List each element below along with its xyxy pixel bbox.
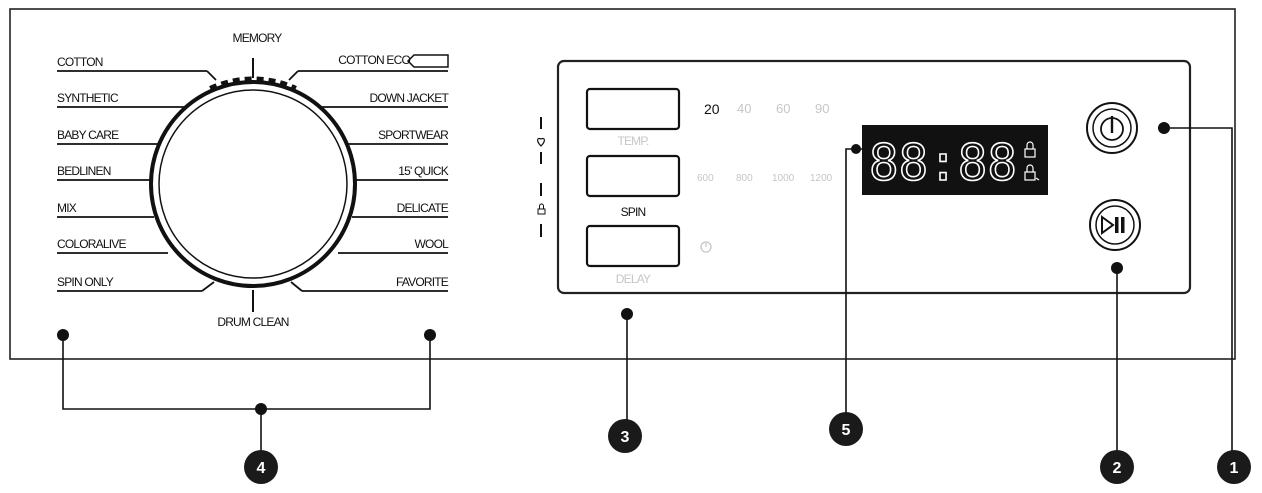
side-indicators	[537, 117, 546, 237]
program-mix[interactable]: MIX	[57, 201, 78, 215]
spin-option-1000: 1000	[772, 173, 795, 184]
display-digits: 88:88	[869, 134, 1017, 192]
program-spin-only[interactable]: SPIN ONLY	[57, 275, 115, 289]
program-selector-dial: MEMORY DRUM CLEAN COTTON SYNTHETIC BABY …	[57, 31, 450, 329]
power-button[interactable]	[1086, 102, 1138, 154]
program-15-quick[interactable]: 15' QUICK	[398, 164, 449, 178]
temp-option-60: 60	[776, 101, 790, 116]
child-lock-icon	[537, 203, 546, 215]
callout-4-label: 4	[257, 460, 266, 477]
dial-knob[interactable]	[149, 80, 357, 288]
delay-button[interactable]	[585, 224, 681, 268]
temp-button[interactable]	[585, 87, 681, 131]
program-synthetic[interactable]: SYNTHETIC	[57, 91, 120, 105]
delay-timer-icon	[700, 241, 712, 253]
dial-knob-inner	[158, 89, 348, 279]
program-coloralive[interactable]: COLORALIVE	[57, 237, 127, 251]
program-bedlinen[interactable]: BEDLINEN	[57, 164, 112, 178]
temp-option-40: 40	[737, 101, 751, 116]
callout-1: 1	[1217, 450, 1251, 484]
program-wool[interactable]: WOOL	[415, 237, 450, 251]
program-cotton[interactable]: COTTON	[57, 55, 104, 69]
program-sportwear[interactable]: SPORTWEAR	[378, 128, 450, 142]
temp-option-20: 20	[704, 101, 720, 117]
program-cotton-eco[interactable]: COTTON ECO	[338, 53, 411, 67]
child-lock-display-icon	[1024, 164, 1040, 181]
callout-5: 5	[829, 412, 863, 446]
start-pause-button[interactable]	[1089, 199, 1141, 251]
door-lock-icon	[1024, 141, 1036, 158]
left-program-list: COTTON SYNTHETIC BABY CARE BEDLINEN MIX …	[57, 55, 217, 292]
display-panel-frame	[556, 59, 1192, 295]
spin-options: 600 800 1000 1200	[697, 173, 833, 184]
callout-2-label: 2	[1113, 460, 1122, 477]
program-baby-care[interactable]: BABY CARE	[57, 128, 120, 142]
delay-button-label: DELAY	[616, 272, 651, 286]
digital-display: 88:88	[862, 125, 1048, 195]
callout-3-label: 3	[621, 429, 630, 446]
spin-button[interactable]	[585, 154, 681, 198]
spin-button-label: SPIN	[621, 205, 646, 219]
callout-2: 2	[1100, 450, 1134, 484]
temp-button-label: TEMP.	[617, 134, 649, 148]
dial-bottom-label: DRUM CLEAN	[217, 315, 288, 329]
spin-option-800: 800	[736, 173, 753, 184]
panel-frame	[9, 8, 1236, 360]
dial-top-label: MEMORY	[233, 31, 283, 45]
program-favorite[interactable]: FAVORITE	[396, 275, 450, 289]
callout-dots	[57, 122, 1170, 415]
callout-4: 4	[244, 450, 278, 484]
right-program-list: COTTON ECO DOWN JACKET SPORTWEAR 15' QUI…	[288, 53, 450, 292]
spin-option-1200: 1200	[810, 173, 833, 184]
temp-option-90: 90	[815, 101, 829, 116]
program-delicate[interactable]: DELICATE	[397, 201, 450, 215]
program-down-jacket[interactable]: DOWN JACKET	[369, 91, 450, 105]
callout-1-label: 1	[1230, 460, 1239, 477]
power-icon	[1100, 116, 1124, 141]
spin-option-600: 600	[697, 173, 714, 184]
heart-icon	[537, 137, 545, 147]
eco-leaf-icon	[406, 54, 449, 68]
callout-3: 3	[608, 419, 642, 453]
callout-5-label: 5	[842, 422, 851, 439]
temperature-options: 20 40 60 90	[704, 101, 829, 117]
callout-leaders	[62, 127, 1233, 452]
play-pause-icon	[1101, 215, 1125, 235]
